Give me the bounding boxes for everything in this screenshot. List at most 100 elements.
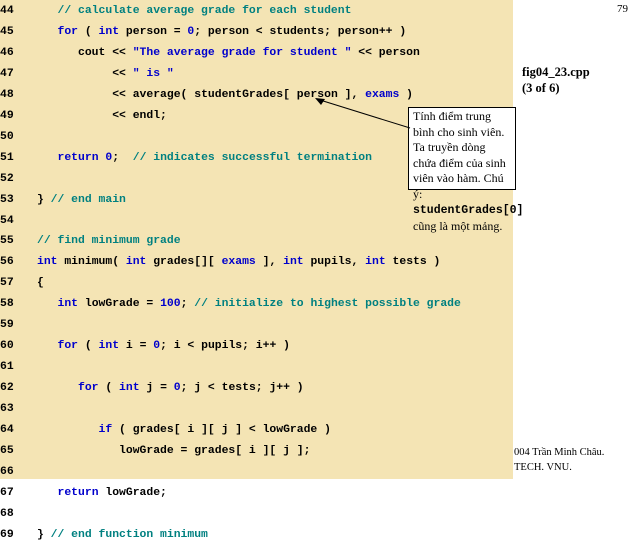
- code-line: 64 if ( grades[ i ][ j ] < lowGrade ): [0, 420, 513, 441]
- code-indent: [37, 68, 112, 80]
- code-token: ],: [255, 256, 284, 269]
- code-indent: [37, 47, 78, 59]
- code-text: int minimum( int grades[][ exams ], int …: [37, 252, 440, 273]
- code-token: "The average grade for student ": [132, 46, 352, 59]
- code-token: for: [57, 340, 79, 353]
- line-number: 66: [0, 465, 14, 478]
- code-token: ;: [180, 298, 195, 311]
- code-token: exams: [221, 256, 256, 269]
- code-token: int: [365, 256, 386, 269]
- code-line: 60 for ( int i = 0; i < pupils; i++ ): [0, 336, 513, 357]
- line-number: 46: [0, 46, 14, 59]
- code-line: 46 cout << "The average grade for studen…: [0, 43, 513, 64]
- line-number: 54: [0, 214, 14, 227]
- code-token: cout <<: [78, 46, 133, 59]
- code-token: {: [37, 277, 44, 290]
- line-number: 61: [0, 361, 14, 374]
- code-line: 68: [0, 504, 513, 525]
- code-line: 69} // end function minimum: [0, 525, 513, 546]
- code-token: 0: [187, 25, 195, 38]
- code-token: int: [57, 298, 79, 311]
- code-indent: [37, 487, 58, 499]
- line-number: 55: [0, 235, 14, 248]
- line-number: 65: [0, 444, 14, 457]
- code-token: int: [37, 256, 58, 269]
- line-number: 45: [0, 25, 14, 38]
- code-token: int: [119, 382, 140, 395]
- code-token: i =: [119, 340, 154, 353]
- code-token: <<: [112, 67, 133, 80]
- code-text: for ( int j = 0; j < tests; j++ ): [37, 378, 304, 399]
- code-token: 0: [173, 382, 181, 395]
- line-number: 68: [0, 507, 14, 520]
- code-line: 63: [0, 399, 513, 420]
- code-line: 48 << average( studentGrades[ person ], …: [0, 85, 513, 106]
- code-token: // end main: [50, 193, 126, 206]
- code-token: int: [98, 340, 120, 353]
- code-token: lowGrade = grades[ i ][ j ];: [119, 444, 311, 457]
- code-token: ; j < tests; j++ ): [180, 382, 304, 395]
- code-line: 52: [0, 169, 513, 190]
- code-token: // end function minimum: [50, 528, 208, 541]
- line-number: 52: [0, 172, 14, 185]
- code-token: int: [125, 256, 147, 269]
- line-number: 50: [0, 130, 14, 143]
- code-token: // calculate average grade for each stud…: [57, 5, 352, 17]
- code-token: for: [78, 382, 99, 395]
- code-line: 51 return 0; // indicates successful ter…: [0, 148, 513, 169]
- copyright-line-1: 004 Trần Minh Châu.: [514, 447, 605, 458]
- line-number: 57: [0, 277, 14, 290]
- code-token: grades[][: [146, 256, 222, 269]
- code-line: 62 for ( int j = 0; j < tests; j++ ): [0, 378, 513, 399]
- annotation-callout: Tính điểm trung bình cho sinh viên. Ta t…: [408, 107, 523, 233]
- line-number: 49: [0, 109, 14, 122]
- code-text: return lowGrade;: [37, 483, 167, 504]
- code-token: int: [98, 25, 120, 38]
- code-indent: [37, 26, 58, 38]
- code-line: 58 int lowGrade = 100; // initialize to …: [0, 294, 513, 315]
- line-number: 63: [0, 403, 14, 416]
- code-line: 61: [0, 357, 513, 378]
- code-token: // initialize to highest possible grade: [194, 298, 461, 311]
- code-token: j =: [139, 382, 174, 395]
- code-text: << average( studentGrades[ person ], exa…: [37, 85, 413, 106]
- line-number: 44: [0, 5, 14, 17]
- page-number: 79: [617, 3, 628, 15]
- code-text: } // end main: [37, 190, 126, 211]
- code-token: }: [37, 528, 51, 541]
- copyright-line-2: TECH. VNU.: [514, 462, 572, 473]
- code-indent: [37, 382, 78, 394]
- code-token: (: [78, 25, 99, 38]
- code-token: if: [98, 424, 113, 436]
- code-text: for ( int i = 0; i < pupils; i++ ): [37, 336, 290, 357]
- code-line: 57 {: [0, 273, 513, 294]
- code-indent: [37, 298, 58, 310]
- code-token: return: [57, 151, 99, 164]
- line-number: 59: [0, 319, 14, 332]
- code-text: << endl;: [37, 106, 167, 127]
- line-number: 47: [0, 67, 14, 80]
- code-token: exams: [365, 88, 400, 101]
- code-indent: [37, 424, 99, 436]
- code-indent: [37, 110, 112, 122]
- line-number: 64: [0, 424, 14, 436]
- code-text: cout << "The average grade for student "…: [37, 43, 420, 64]
- code-line: 50: [0, 127, 513, 148]
- code-text: } // end function minimum: [37, 525, 208, 546]
- line-number: 53: [0, 193, 14, 206]
- code-token: pupils,: [303, 256, 366, 269]
- code-token: ): [399, 88, 413, 101]
- line-number: 58: [0, 298, 14, 311]
- callout-code: studentGrades[0]: [413, 204, 524, 217]
- code-token: lowGrade;: [98, 486, 167, 499]
- code-listing: 44 // calculate average grade for each s…: [0, 0, 513, 541]
- code-token: << person: [351, 46, 420, 59]
- code-indent: [37, 445, 119, 457]
- code-text: for ( int person = 0; person < students;…: [37, 22, 407, 43]
- code-token: << average( studentGrades[ person ],: [112, 88, 366, 101]
- code-line: 66: [0, 462, 513, 483]
- code-text: << " is ": [37, 64, 174, 85]
- line-number: 60: [0, 340, 14, 353]
- code-token: int: [283, 256, 304, 269]
